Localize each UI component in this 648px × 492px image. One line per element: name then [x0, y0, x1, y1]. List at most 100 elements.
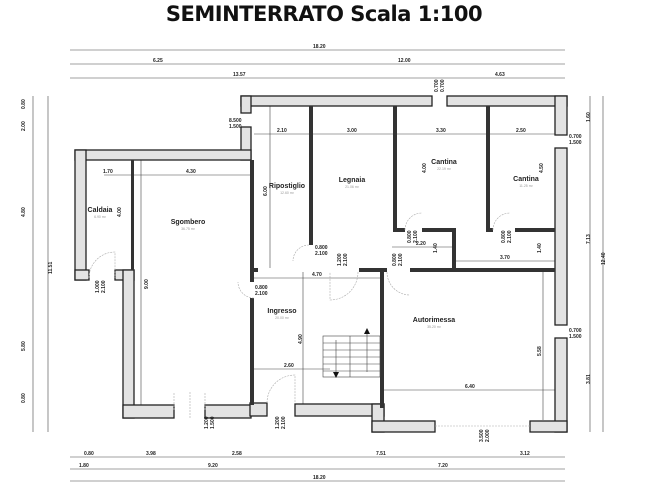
dimension-value: 12.40	[601, 252, 607, 265]
dimension-label: 2.58	[232, 451, 242, 457]
dimension-label: 0.8002.100	[407, 230, 419, 243]
dimension-value: 9.20	[208, 463, 218, 469]
room-area: 22.19 m²	[437, 167, 452, 171]
dimension-label: 7.20	[438, 463, 448, 469]
room-name: Legnaia	[339, 177, 366, 184]
dimension-label: 1.0002.100	[95, 280, 107, 293]
dimension-value: 3.30	[436, 128, 446, 134]
dimension-value: 6.00	[263, 186, 269, 196]
dimension-value: 2.58	[232, 451, 242, 457]
dimension-value: 7.13	[586, 234, 592, 244]
dimension-value: 3.00	[347, 128, 357, 134]
dimension-label: 2.10	[277, 128, 287, 134]
dimension-value: 7.51	[376, 451, 386, 457]
dimension-label: 0.8002.100	[392, 253, 404, 266]
dimension-value: 2.100	[507, 230, 513, 243]
dimension-label: 0.8002.100	[501, 230, 513, 243]
dimension-value: 5.58	[537, 346, 543, 356]
dimension-label: 1.40	[433, 243, 439, 253]
dimension-value: 1.60	[586, 112, 592, 122]
dimension-label: 4.00	[117, 207, 123, 217]
dimension-label: 9.20	[208, 463, 218, 469]
dimension-value: 8.500	[229, 118, 242, 124]
dimension-label: 4.50	[539, 163, 545, 173]
room-area: 35.20 m²	[427, 325, 442, 329]
dimension-label: 5.80	[21, 341, 27, 351]
dimension-value: 4.63	[495, 72, 505, 78]
dimension-label: 3.5002.000	[479, 429, 491, 442]
dimension-value: 2.100	[343, 253, 349, 266]
dimension-value: 2.20	[416, 241, 426, 247]
dimension-label: 6.40	[465, 384, 475, 390]
dimension-label: 7.51	[376, 451, 386, 457]
dimension-label: 1.2001.500	[204, 416, 216, 429]
dimension-value: 0.800	[315, 245, 328, 251]
dimension-label: 4.70	[312, 272, 322, 278]
dimension-value: 0.800	[501, 230, 507, 243]
dimension-value: 2.100	[255, 291, 268, 297]
dimension-value: 2.100	[281, 416, 287, 429]
dimension-label: 6.25	[153, 58, 163, 64]
dimension-label: 18.20	[313, 44, 326, 50]
stair-down-arrow-icon	[333, 372, 339, 378]
dimension-label: 1.70	[103, 169, 113, 175]
dimension-label: 0.80	[21, 393, 27, 403]
dimension-label: 3.12	[520, 451, 530, 457]
room-area: 6.90 m²	[94, 215, 107, 219]
dimension-label: 2.50	[516, 128, 526, 134]
dimension-value: 4.90	[298, 334, 304, 344]
dimension-value: 1.70	[103, 169, 113, 175]
room-name: Caldaia	[88, 207, 113, 214]
dimension-value: 0.800	[407, 230, 413, 243]
dimension-value: 0.800	[392, 253, 398, 266]
room-area: 11.25 m²	[519, 184, 533, 188]
dimension-value: 4.00	[422, 163, 428, 173]
dimension-value: 1.500	[569, 140, 582, 146]
dimension-value: 6.25	[153, 58, 163, 64]
dimension-label: 12.40	[601, 252, 607, 265]
stair-up-arrow-icon	[364, 328, 370, 334]
dimension-label: 13.57	[233, 72, 246, 78]
dimension-value: 2.50	[516, 128, 526, 134]
room-area: 12.60 m²	[280, 191, 295, 195]
dimension-value: 2.00	[21, 121, 27, 131]
dimension-value: 3.500	[479, 429, 485, 442]
room-name: Sgombero	[171, 219, 206, 226]
dimension-value: 0.700	[569, 134, 582, 140]
dimension-label: 9.00	[144, 279, 150, 289]
dimension-value: 0.80	[84, 451, 94, 457]
dimension-label: 7.13	[586, 234, 592, 244]
dimension-value: 1.000	[95, 280, 101, 293]
dimension-value: 0.800	[255, 285, 268, 291]
dimension-label: 5.58	[537, 346, 543, 356]
room-name: Autorimessa	[413, 317, 456, 324]
dimension-value: 6.40	[465, 384, 475, 390]
dimension-value: 1.40	[537, 243, 543, 253]
dimension-value: 7.20	[438, 463, 448, 469]
dimension-value: 3.81	[586, 374, 592, 384]
dimension-label: 2.20	[416, 241, 426, 247]
dimension-label: 0.80	[84, 451, 94, 457]
dimension-value: 13.57	[233, 72, 246, 78]
dimension-value: 2.60	[284, 363, 294, 369]
dimension-value: 1.200	[204, 416, 210, 429]
dimension-value: 2.100	[101, 280, 107, 293]
dimension-label: 1.40	[537, 243, 543, 253]
dimension-label: 1.60	[586, 112, 592, 122]
dimension-value: 1.200	[337, 253, 343, 266]
dimension-value: 4.50	[539, 163, 545, 173]
dimension-value: 3.98	[146, 451, 156, 457]
dimension-value: 12.00	[398, 58, 411, 64]
dimension-label: 4.00	[422, 163, 428, 173]
dimension-value: 1.500	[210, 416, 216, 429]
